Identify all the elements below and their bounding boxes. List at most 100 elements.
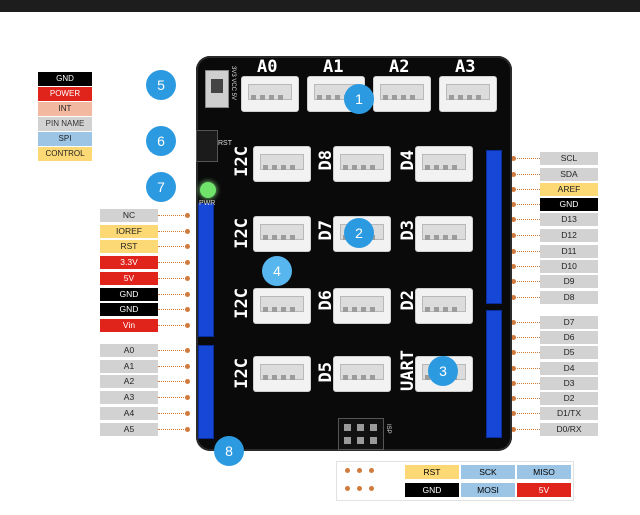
grove-pins [425, 157, 461, 175]
pin-dot [511, 427, 516, 432]
pin-leader-line [514, 219, 540, 220]
left-pin-nc: NC [100, 209, 158, 222]
pin-leader-line [158, 325, 186, 326]
grove-connector[interactable] [333, 146, 391, 182]
left-pin-3-3v: 3.3V [100, 256, 158, 269]
pin-dot [185, 292, 190, 297]
pin-leader-line [514, 174, 540, 175]
pin-leader-line [158, 350, 186, 351]
pin-leader-line [514, 398, 540, 399]
pin-dot [511, 279, 516, 284]
grove-connector[interactable] [241, 76, 299, 112]
row1-d8-label: D8 [316, 150, 336, 171]
row2-i2c-label: I2C [232, 218, 252, 249]
pin-dot [511, 350, 516, 355]
grove-pins [383, 87, 419, 105]
grove-connector[interactable] [253, 356, 311, 392]
isp-header [338, 418, 384, 450]
pin-dot [185, 307, 190, 312]
row1-i2c-label: I2C [232, 146, 252, 177]
grove-pins [343, 299, 379, 317]
reset-button[interactable] [196, 130, 218, 162]
callout-6: 6 [146, 126, 176, 156]
right-pin-d5: D5 [540, 346, 598, 359]
callout-5: 5 [146, 70, 176, 100]
left-pin-gnd: GND [100, 303, 158, 316]
right-header-bottom [486, 310, 502, 438]
grove-pins [425, 299, 461, 317]
icsp-5v: 5V [517, 483, 571, 497]
right-pin-d9: D9 [540, 275, 598, 288]
pin-dot [185, 411, 190, 416]
row3-d2-label: D2 [398, 290, 418, 311]
pin-dot [511, 411, 516, 416]
right-pin-d6: D6 [540, 331, 598, 344]
left-pin-rst: RST [100, 240, 158, 253]
pin-dot [185, 427, 190, 432]
grove-connector[interactable] [415, 288, 473, 324]
pin-leader-line [514, 429, 540, 430]
pin-dot [511, 381, 516, 386]
row3-d6-label: D6 [316, 290, 336, 311]
legend-control: CONTROL [38, 147, 92, 161]
grove-pins [343, 367, 379, 385]
left-pin-gnd: GND [100, 288, 158, 301]
left-pin-5v: 5V [100, 272, 158, 285]
pin-leader-line [514, 189, 540, 190]
left-pin-a1: A1 [100, 360, 158, 373]
pin-leader-line [158, 294, 186, 295]
right-pin-gnd: GND [540, 198, 598, 211]
row2-d7-label: D7 [316, 220, 336, 241]
pin-dot [185, 276, 190, 281]
grove-connector[interactable] [373, 76, 431, 112]
left-pin-a5: A5 [100, 423, 158, 436]
power-led [200, 182, 216, 198]
icsp-rst: RST [405, 465, 459, 479]
isp-label: ISP [385, 424, 391, 434]
grove-pins [263, 227, 299, 245]
legend-power: POWER [38, 87, 92, 101]
grove-connector[interactable] [253, 146, 311, 182]
rst-label: RST [218, 140, 232, 147]
grove-connector[interactable] [253, 288, 311, 324]
pin-leader-line [514, 235, 540, 236]
top-bar [0, 0, 640, 12]
pin-dot [511, 217, 516, 222]
row4-uart-label: UART [398, 350, 418, 391]
right-pin-d8: D8 [540, 291, 598, 304]
port-a3-label: A3 [455, 57, 476, 77]
pin-dot [511, 172, 516, 177]
right-pin-d7: D7 [540, 316, 598, 329]
grove-pins [263, 157, 299, 175]
callout-7: 7 [146, 172, 176, 202]
pin-leader-line [158, 262, 186, 263]
pin-leader-line [514, 322, 540, 323]
right-pin-d11: D11 [540, 245, 598, 258]
grove-connector[interactable] [439, 76, 497, 112]
grove-pins [343, 157, 379, 175]
grove-connector[interactable] [253, 216, 311, 252]
left-pin-ioref: IOREF [100, 225, 158, 238]
right-pin-d4: D4 [540, 362, 598, 375]
right-pin-d2: D2 [540, 392, 598, 405]
power-switch[interactable] [205, 70, 229, 108]
left-header-bottom [198, 345, 214, 439]
grove-connector[interactable] [333, 356, 391, 392]
pin-leader-line [158, 366, 186, 367]
pin-dot [511, 264, 516, 269]
pin-leader-line [514, 368, 540, 369]
pin-leader-line [514, 266, 540, 267]
right-pin-d0-rx: D0/RX [540, 423, 598, 436]
pin-dot [185, 229, 190, 234]
grove-connector[interactable] [415, 146, 473, 182]
callout-4: 4 [262, 256, 292, 286]
grove-pins [263, 367, 299, 385]
pin-leader-line [158, 429, 186, 430]
pin-dot [511, 249, 516, 254]
pin-leader-line [158, 381, 186, 382]
grove-connector[interactable] [333, 288, 391, 324]
pin-leader-line [514, 383, 540, 384]
grove-connector[interactable] [415, 216, 473, 252]
grove-pins [449, 87, 485, 105]
port-a1-label: A1 [323, 57, 344, 77]
